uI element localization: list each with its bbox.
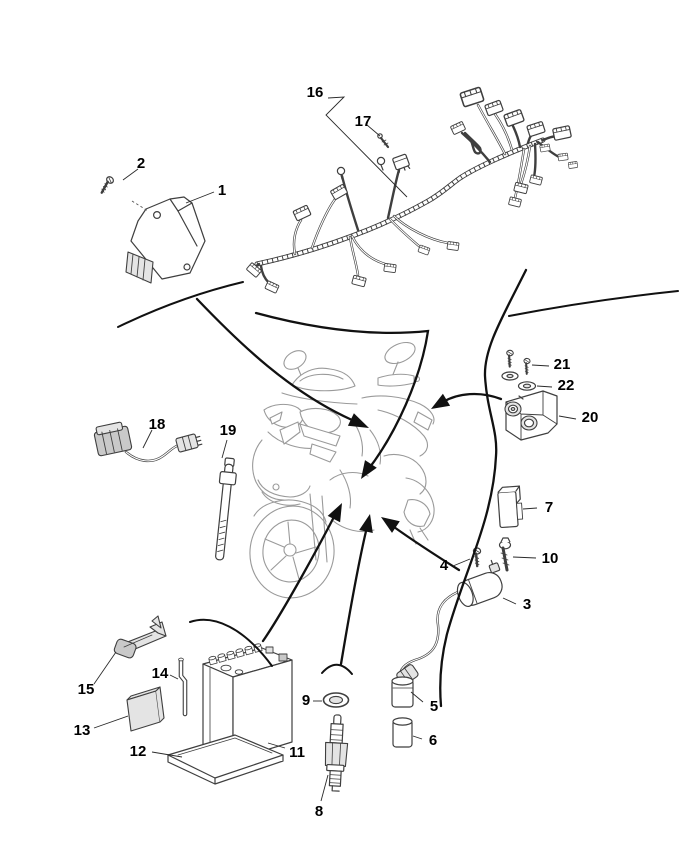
part-number-labels: 1 2 3 4 5 6 7 8 9 10 11 12 13 14 15 16 1…	[74, 84, 599, 820]
part-label-5: 5	[430, 698, 438, 715]
part-label-22: 22	[558, 377, 575, 394]
part-22-mount-washer	[517, 381, 537, 391]
part-2-cdi-screw	[96, 174, 149, 212]
part-label-1: 1	[218, 182, 226, 199]
arrowhead-spark-plug-icon	[359, 514, 373, 533]
part-label-11: 11	[289, 744, 305, 761]
arrowhead-harness-icon	[361, 460, 377, 479]
part-1-cdi-unit	[125, 196, 206, 284]
position-arrows	[117, 268, 679, 708]
part-7-relay-box	[497, 485, 524, 529]
scooter-left-mirror	[283, 350, 307, 370]
part-label-8: 8	[315, 803, 323, 820]
part-label-6: 6	[429, 732, 437, 749]
part-8-spark-plug	[324, 714, 349, 792]
part-label-18: 18	[149, 416, 166, 433]
part-14-breather-tube	[178, 657, 188, 717]
sweep-arc-right	[508, 290, 679, 317]
harness-branch-wires	[251, 103, 563, 285]
arrow-from-mount	[441, 392, 503, 404]
arrow-from-spark-plug	[339, 525, 369, 666]
part-label-21: 21	[554, 356, 571, 373]
part-label-20: 20	[582, 409, 599, 426]
sweep-arc-battery	[189, 618, 273, 667]
part-6-rubber-boot	[392, 717, 413, 748]
arrowhead-battery-icon	[327, 503, 342, 523]
arrowhead-cdi-icon	[347, 413, 369, 428]
scooter-dashboard	[291, 367, 356, 392]
sweep-arc-left	[117, 281, 244, 328]
scooter-seat	[361, 395, 435, 425]
screw-alignment-dashed-line	[131, 200, 149, 212]
part-label-13: 13	[74, 722, 91, 739]
arrow-from-cdi	[195, 297, 354, 422]
part-18-adapter-cable	[93, 421, 203, 463]
scooter-front-wheel	[249, 505, 335, 599]
scooter-rear-wheel	[405, 477, 435, 533]
part-5-spark-plug-cap	[391, 664, 419, 708]
part-20-rubber-mount	[504, 390, 558, 441]
sweep-curve-right-long	[439, 268, 528, 708]
leader-lines	[93, 96, 577, 802]
part-label-15: 15	[78, 681, 95, 698]
part-21-mount-screws	[501, 348, 532, 381]
arrowhead-mount-icon	[431, 393, 451, 409]
part-label-10: 10	[542, 550, 559, 567]
scooter-front-fender	[253, 499, 327, 523]
part-label-14: 14	[152, 665, 169, 682]
part-9-plug-washer	[322, 692, 350, 708]
part-label-17: 17	[355, 113, 372, 130]
scooter-illustration	[249, 341, 435, 599]
part-15-battery-bracket	[113, 615, 167, 659]
leader-16	[325, 96, 408, 198]
arrow-from-battery	[261, 511, 338, 643]
harness-connectors	[245, 86, 579, 294]
part-label-3: 3	[523, 596, 531, 613]
part-label-2: 2	[137, 155, 145, 172]
scooter-right-mirror	[384, 341, 416, 365]
part-label-4: 4	[440, 557, 449, 574]
part-12-battery-tray	[167, 734, 284, 785]
arrow-from-harness	[254, 311, 430, 473]
arrow-from-coil	[392, 525, 461, 572]
part-10-coil-bolt	[498, 537, 512, 572]
part-label-16: 16	[307, 84, 324, 101]
part-label-12: 12	[130, 743, 147, 760]
part-16-wiring-harness	[245, 86, 579, 294]
part-19-cable-strap	[215, 457, 237, 561]
part-label-7: 7	[545, 499, 553, 516]
arrow-tail-hook	[321, 663, 353, 675]
part-3-ignition-coil	[398, 559, 503, 678]
part-label-19: 19	[220, 422, 237, 439]
arrowhead-coil-icon	[381, 517, 400, 533]
part-13-battery-pad	[126, 686, 165, 732]
part-label-9: 9	[302, 692, 310, 709]
